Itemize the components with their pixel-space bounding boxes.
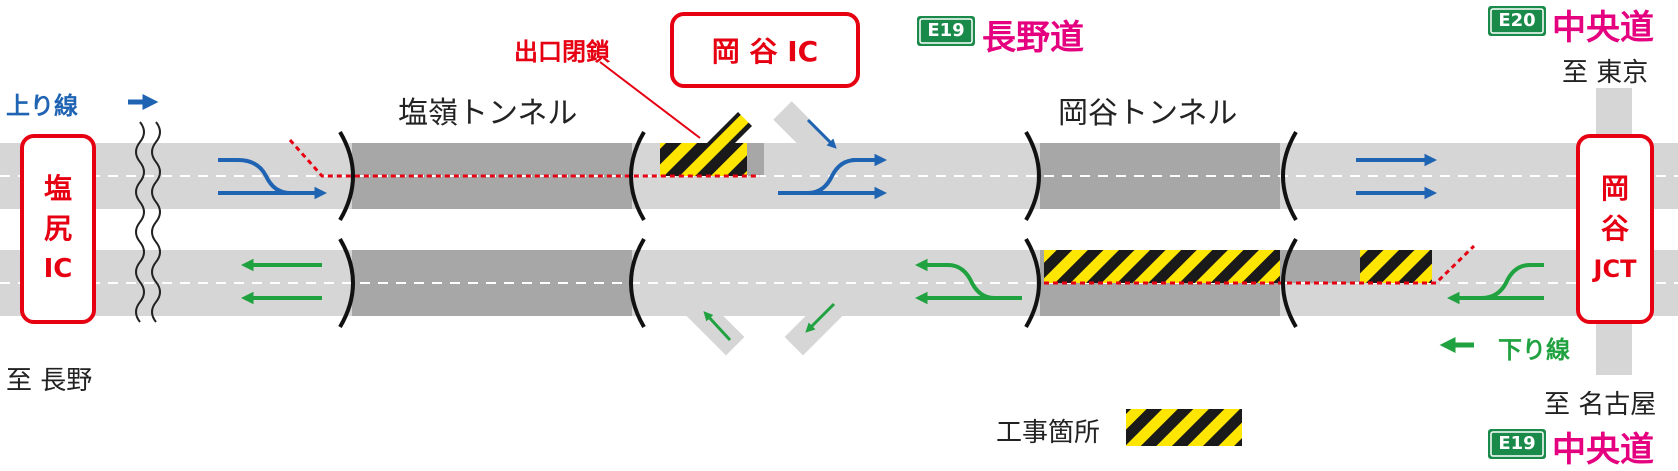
work-zone-near-jct	[1360, 250, 1432, 283]
up-merge-arrow	[778, 158, 857, 195]
portal-arc	[629, 130, 646, 222]
road-break-wave	[135, 121, 161, 323]
closure-line-up	[288, 139, 760, 178]
okaya-jct-char: 岡	[1600, 172, 1629, 205]
shiojiri-ic-char: IC	[43, 254, 73, 284]
to-nagano-label: 至 長野	[6, 366, 93, 396]
portal-arc	[629, 237, 646, 329]
route-badge-e20-inner	[1490, 8, 1544, 34]
chuo-tokyo-name: 中央道	[1552, 8, 1654, 48]
ramp-arrow	[806, 118, 837, 149]
tunnel-portals	[338, 130, 1298, 329]
shiojiri-ic-char: 尻	[43, 212, 72, 245]
okaya-jct-char: JCT	[1593, 255, 1637, 283]
closure-line-down	[1044, 244, 1476, 285]
route-badge-e20	[1488, 6, 1546, 36]
down-merge-arrow	[1481, 263, 1544, 300]
up-merge-arrow	[218, 158, 291, 195]
route-badge-nagano-inner	[919, 18, 973, 44]
up-line-label: 上り線	[6, 92, 78, 120]
shiojiri-ic-char: 塩	[43, 172, 72, 205]
route-badge-e19-chuo	[1488, 429, 1546, 459]
work-zone-okaya-ic	[660, 143, 747, 176]
shiojiri-ic-box: 塩 尻 IC	[20, 134, 96, 324]
route-badge-nagano	[917, 16, 975, 46]
okaya-ic-onramp	[773, 101, 833, 161]
downbound-arrows	[240, 258, 1544, 354]
okaya-tunnel-label: 岡谷トンネル	[1058, 96, 1238, 131]
exit-closed-leader	[599, 61, 701, 139]
ramp-arrow	[703, 311, 732, 342]
portal-arc	[1281, 130, 1298, 222]
work-zone-okaya-ic-ramp	[707, 112, 752, 143]
okaya-jct-char: 谷	[1600, 212, 1629, 245]
legend-hatch-swatch	[1126, 409, 1242, 446]
nagano-road-name: 長野道	[982, 18, 1084, 58]
to-nagoya-label: 至 名古屋	[1544, 390, 1657, 420]
chuo-tokyo-badge-text: E20	[1498, 10, 1536, 31]
exit-closed-label: 出口閉鎖	[514, 38, 610, 66]
portal-arc	[338, 130, 355, 222]
ramp-arrow	[805, 302, 836, 333]
chuo-nagoya-badge-text: E19	[1498, 433, 1536, 454]
okaya-ic-box: 岡 谷 IC	[670, 12, 860, 88]
work-zone-okaya-tunnel	[1044, 250, 1280, 283]
upbound-arrows	[128, 93, 1438, 200]
down-line-label: 下り線	[1498, 336, 1570, 364]
chuo-nagoya-name: 中央道	[1552, 430, 1654, 470]
portal-arc	[1024, 130, 1041, 222]
okaya-jct-box: 岡 谷 JCT	[1576, 134, 1654, 324]
down-diverge-arrow	[914, 258, 1010, 300]
shiomine-tunnel-label: 塩嶺トンネル	[398, 96, 578, 131]
to-tokyo-label: 至 東京	[1562, 58, 1649, 88]
portal-arc	[1281, 237, 1298, 329]
nagano-road-badge-text: E19	[927, 20, 965, 41]
work-area-legend-label: 工事箇所	[996, 418, 1101, 448]
portal-arc	[338, 237, 355, 329]
portal-arc	[1024, 237, 1041, 329]
route-badge-e19-chuo-inner	[1490, 431, 1544, 457]
